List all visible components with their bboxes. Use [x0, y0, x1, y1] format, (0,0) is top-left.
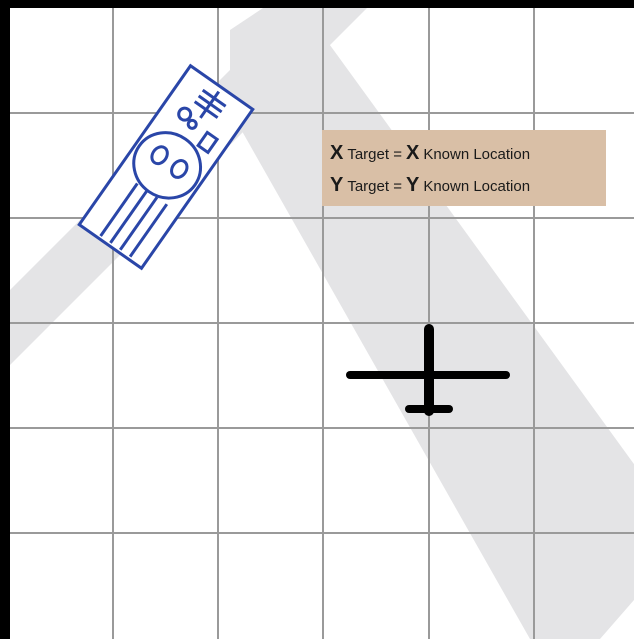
border-left [0, 0, 10, 639]
aircraft-fuselage [424, 324, 434, 416]
aircraft-wings [346, 371, 510, 379]
border-top [0, 0, 634, 8]
aircraft-tail [405, 405, 453, 413]
